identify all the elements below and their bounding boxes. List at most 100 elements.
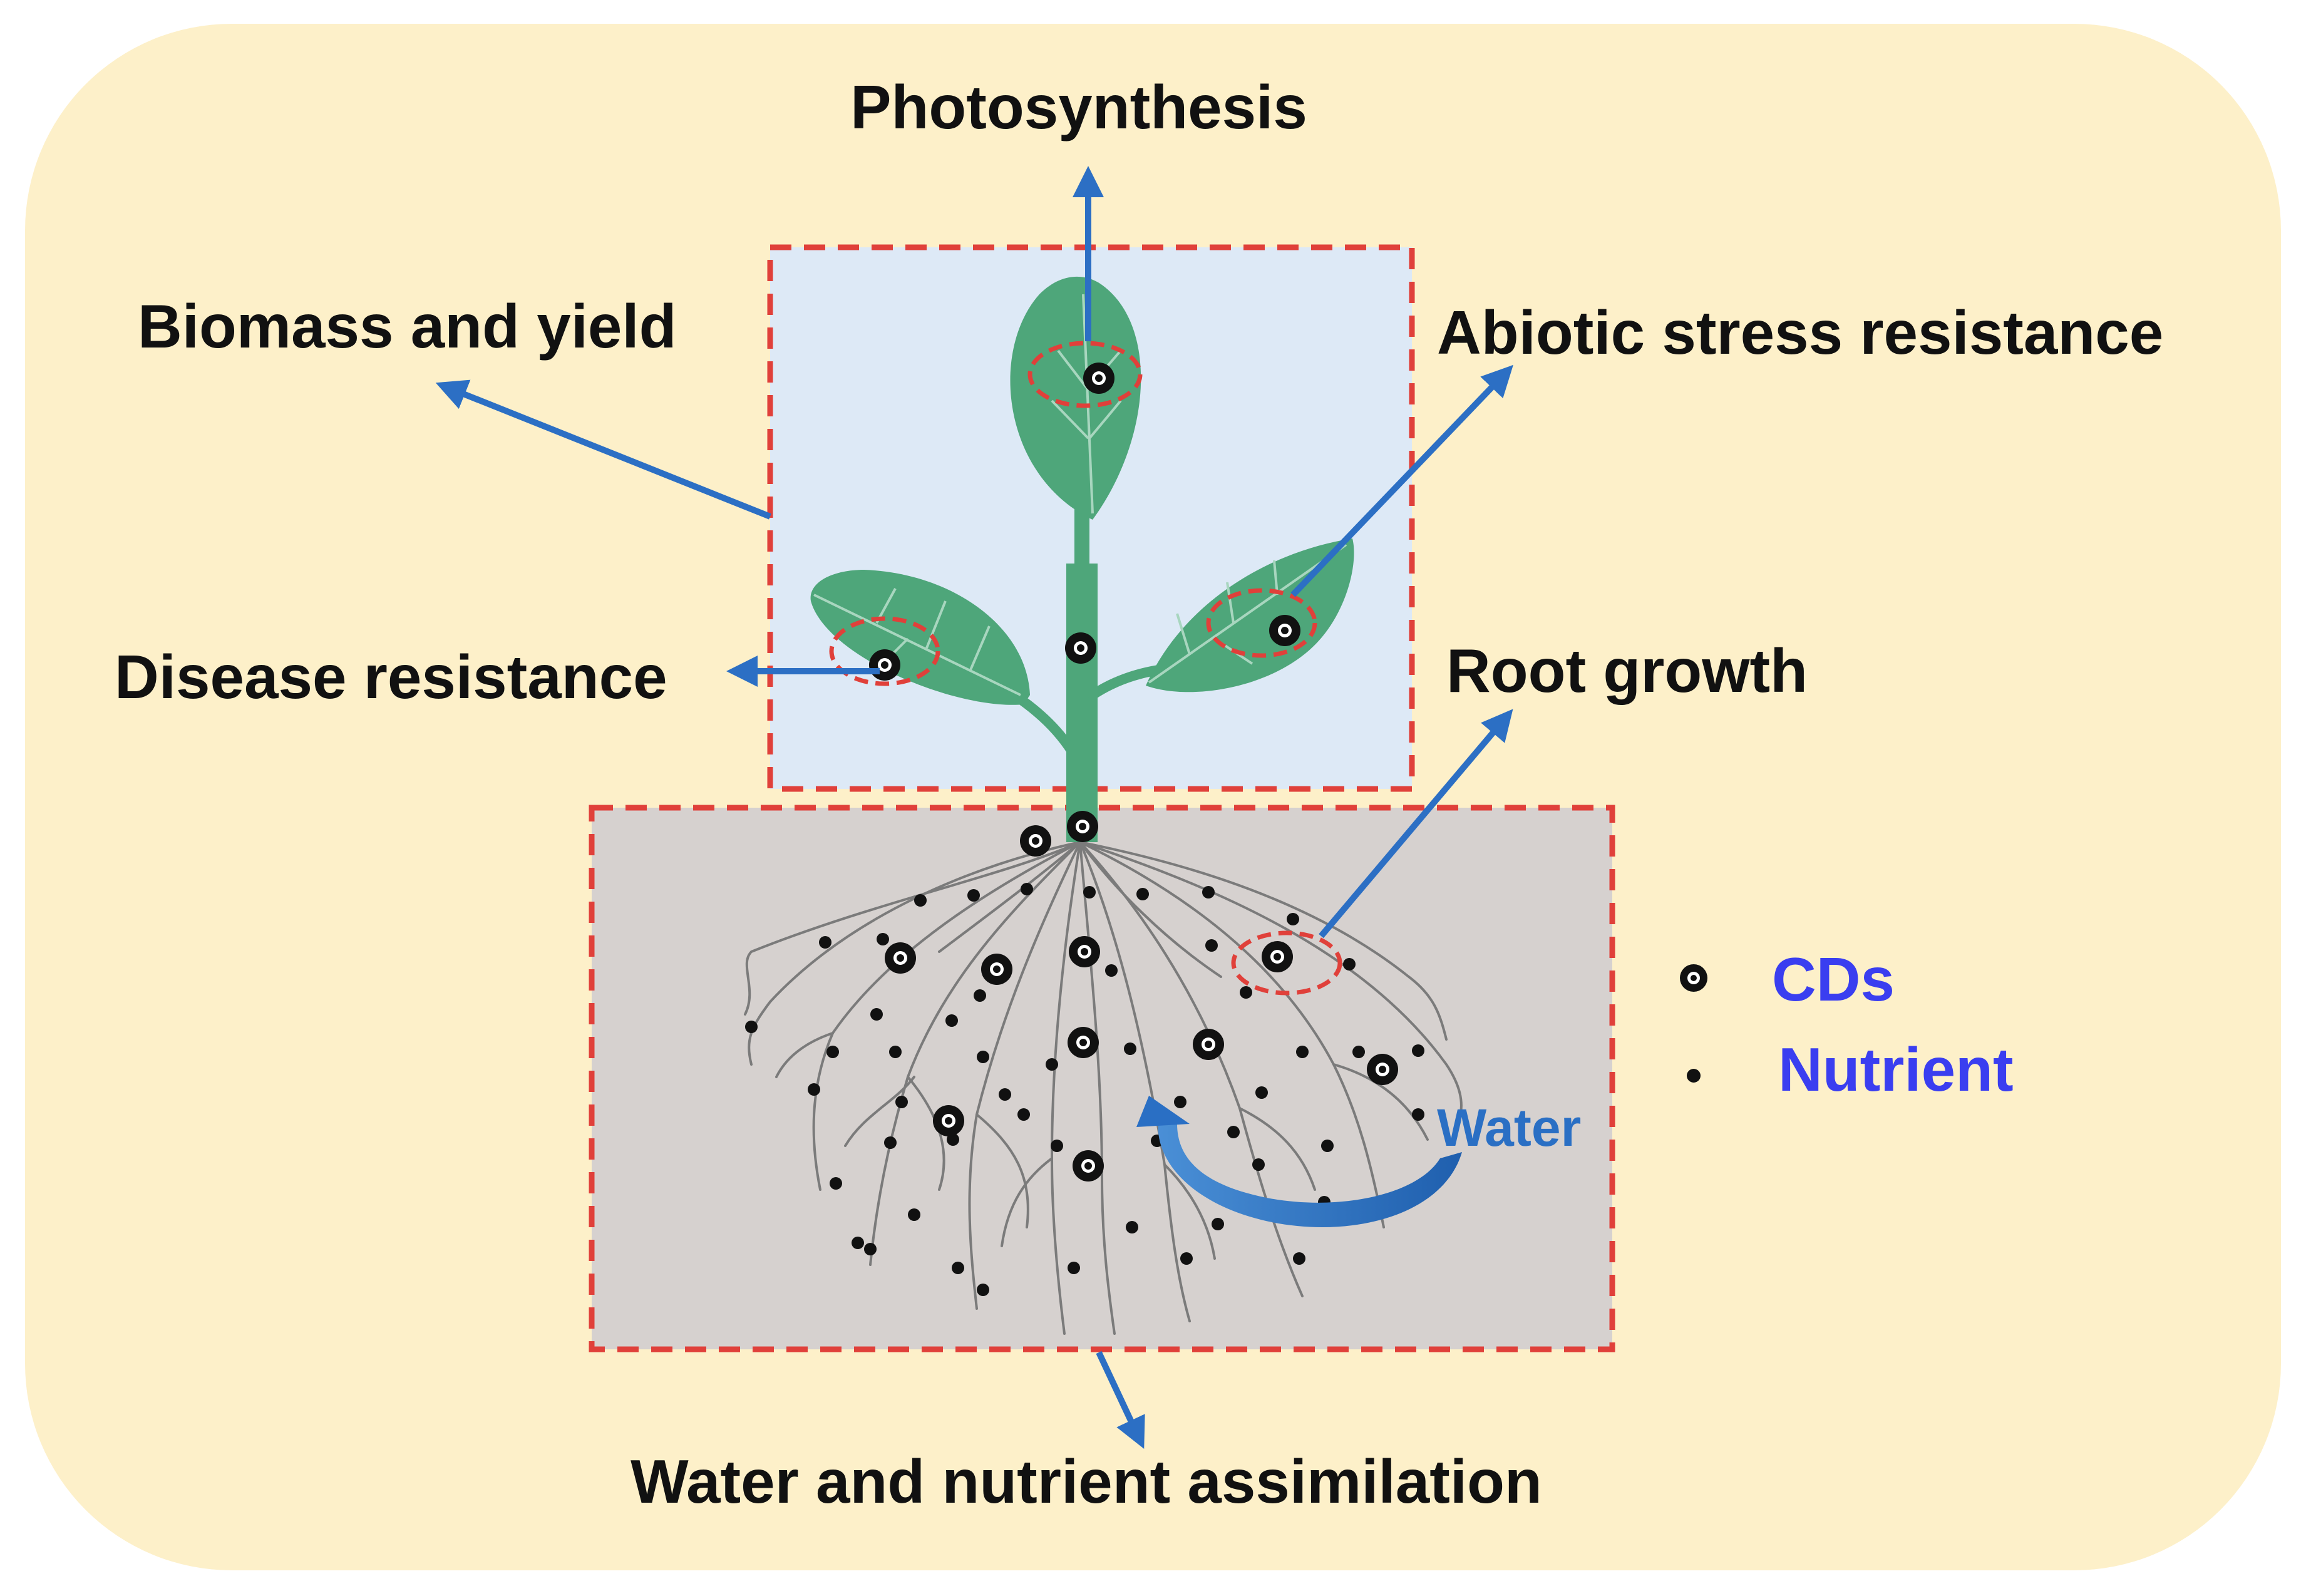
cd-marker: [1269, 615, 1300, 646]
nutrient-dot: [1021, 883, 1033, 895]
label-disease-resistance: Disease resistance: [115, 642, 667, 711]
nutrient-dot: [1252, 1158, 1265, 1171]
nutrient-dot: [1412, 1044, 1424, 1057]
cd-marker: [885, 942, 916, 974]
nutrient-dot: [1180, 1252, 1193, 1265]
legend-cds-label: CDs: [1772, 945, 1895, 1014]
plant-roots: [744, 841, 1463, 1335]
nutrient-dot: [1017, 1108, 1030, 1121]
nutrient-dot: [1205, 939, 1218, 952]
nutrient-dot: [1124, 1043, 1136, 1055]
root-strand: [1079, 841, 1304, 1297]
nutrient-dot: [1296, 1046, 1309, 1058]
cd-marker: [1073, 1150, 1104, 1182]
nutrient-dot: [1105, 964, 1118, 977]
root-strand: [748, 841, 1081, 1066]
cd-marker: [981, 954, 1012, 985]
cd-marker: [1067, 811, 1098, 842]
nutrient-dot: [1255, 1086, 1268, 1099]
root-strand: [1079, 841, 1448, 1041]
nutrient-dot: [1321, 1140, 1334, 1152]
nutrient-dot: [830, 1177, 842, 1190]
legend: CDs Nutrient: [1680, 945, 2014, 1104]
nutrient-dot: [945, 1014, 958, 1027]
nutrient-dot: [952, 1262, 964, 1274]
root-strand: [1001, 1157, 1053, 1247]
nutrient-dot: [808, 1083, 820, 1096]
biomass-arrow: [435, 379, 771, 520]
root-growth-arrow: [1319, 709, 1513, 939]
cd-marker: [1020, 825, 1051, 857]
nutrient-dot: [977, 1284, 989, 1296]
left-leaf: [810, 570, 1030, 705]
root-strand: [869, 841, 1081, 1266]
effect-arrows: [435, 166, 1513, 1449]
nutrient-dot: [819, 936, 831, 949]
root-strand: [1050, 841, 1081, 1335]
root-strand: [775, 1032, 834, 1078]
highlight-ellipses: [829, 341, 1342, 996]
cd-marker: [1083, 363, 1114, 394]
root-strand: [1238, 1107, 1316, 1191]
nutrient-dot: [914, 894, 927, 907]
legend-nutrient-label: Nutrient: [1778, 1035, 2014, 1104]
nutrient-dot: [974, 989, 986, 1002]
nutrient-dot: [947, 1133, 959, 1146]
nutrient-dot: [1293, 1252, 1305, 1265]
root-strand: [844, 1076, 915, 1147]
nutrient-dot: [1212, 1218, 1224, 1230]
cd-marker: [1068, 1027, 1099, 1058]
nutrient-dot: [908, 1208, 920, 1221]
ring-dot-icon: [1680, 964, 1707, 992]
nutrient-dot: [877, 933, 889, 945]
nutrient-dots: [745, 883, 1424, 1296]
nutrient-dot: [884, 1136, 897, 1149]
label-abiotic-stress-resistance: Abiotic stress resistance: [1437, 298, 2163, 367]
cd-marker: [1193, 1029, 1224, 1060]
nutrient-dot: [745, 1021, 758, 1033]
root-strand: [744, 841, 1081, 1016]
root-strand: [938, 841, 1081, 953]
nutrient-dot: [1051, 1140, 1063, 1152]
nutrient-dot: [870, 1008, 883, 1021]
nutrient-dot: [1412, 1108, 1424, 1121]
dot-icon: [1687, 1069, 1701, 1083]
assimilation-arrow: [1096, 1351, 1145, 1449]
nutrient-dot: [895, 1096, 908, 1108]
nutrient-dot: [1343, 958, 1356, 970]
root-strand: [1163, 1163, 1216, 1260]
nutrient-dot: [852, 1237, 864, 1249]
nutrient-dot: [967, 889, 980, 902]
label-photosynthesis: Photosynthesis: [850, 73, 1307, 142]
nutrient-dot: [864, 1243, 877, 1255]
nutrient-dot: [999, 1088, 1011, 1101]
nutrient-dot: [1174, 1096, 1186, 1108]
root-strand: [1079, 841, 1385, 1228]
water-flow-arrow: Water: [1136, 1096, 1581, 1227]
cd-marker: [1069, 936, 1100, 967]
root-strand: [1079, 841, 1463, 1122]
cd-marker: [933, 1105, 964, 1136]
nutrient-dot: [826, 1046, 839, 1058]
nutrient-dot: [1083, 886, 1096, 898]
cd-marker: [869, 649, 900, 681]
nutrient-dot: [889, 1046, 902, 1058]
nutrient-dot: [1202, 886, 1215, 898]
root-strand: [1332, 1063, 1429, 1141]
nutrient-dot: [1136, 888, 1149, 900]
abiotic-arrow: [1290, 364, 1513, 597]
nutrient-dot: [1240, 986, 1252, 999]
nutrient-dot: [1227, 1126, 1240, 1138]
nutrient-dot: [1126, 1221, 1138, 1233]
root-strand: [968, 841, 1081, 1310]
root-strand: [1079, 841, 1116, 1335]
root-strand: [1079, 841, 1222, 978]
nutrient-dot: [1068, 1262, 1080, 1274]
nutrient-dot: [977, 1051, 989, 1063]
right-leaf: [1146, 538, 1354, 692]
nutrient-dot: [1352, 1046, 1365, 1058]
root-strand: [975, 1113, 1029, 1228]
cd-marker: [1065, 632, 1096, 664]
nutrient-dot: [1287, 913, 1299, 925]
